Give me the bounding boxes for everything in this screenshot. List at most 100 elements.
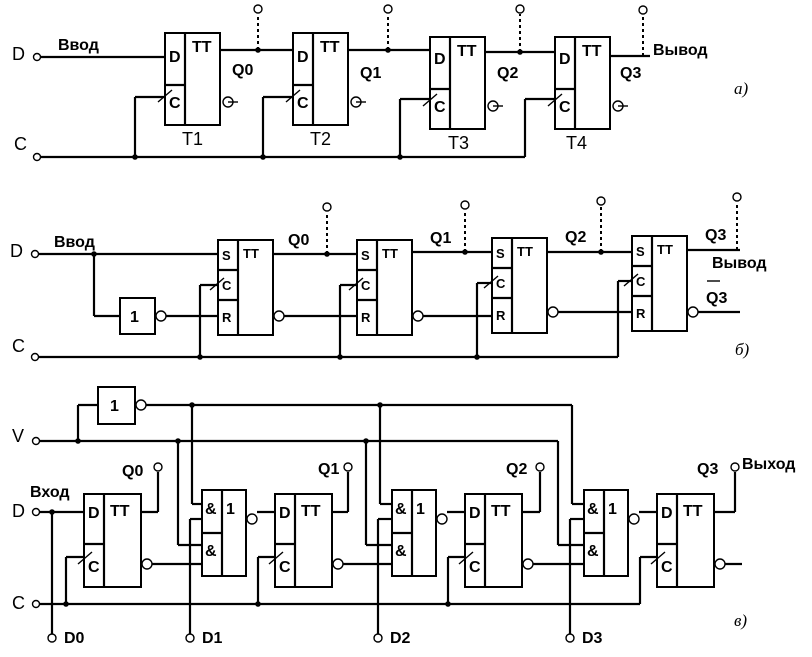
q3-label: Q3 bbox=[620, 65, 641, 82]
v0-tt: TT bbox=[110, 503, 130, 520]
input-d-terminal bbox=[32, 52, 42, 62]
b-q1-label: Q1 bbox=[430, 230, 451, 247]
input-c-label: C bbox=[14, 134, 27, 154]
v1-tt: TT bbox=[301, 503, 321, 520]
v3-d: D bbox=[661, 505, 673, 522]
b-qbar-label: Q3 bbox=[706, 290, 727, 307]
g3-and-bottom: & bbox=[587, 543, 599, 560]
b0-r: R bbox=[222, 310, 232, 325]
d0-label: D0 bbox=[64, 630, 85, 647]
t2-tt: TT bbox=[320, 39, 340, 56]
b-q3-label: Q3 bbox=[705, 227, 726, 244]
input-d-label: D bbox=[12, 44, 25, 64]
v-input-label: Вход bbox=[30, 484, 70, 501]
g1-and-bottom: & bbox=[205, 543, 217, 560]
b-inverter: 1 bbox=[119, 297, 167, 335]
g1-or: 1 bbox=[226, 501, 235, 518]
v-flip-flop-1: D TT C bbox=[268, 493, 344, 588]
t4-tt: TT bbox=[582, 43, 602, 60]
b-input-c-label: C bbox=[12, 336, 25, 356]
b2-tt: TT bbox=[517, 244, 533, 259]
d2-label: D2 bbox=[390, 630, 411, 647]
b2-c: C bbox=[496, 276, 506, 291]
b-flip-flop-1: S TT C R bbox=[348, 239, 413, 336]
t4-c-pin: C bbox=[559, 99, 571, 116]
t3-d-pin: D bbox=[434, 51, 446, 68]
b-flip-flop-3: S TT C R bbox=[623, 235, 688, 332]
v0-c: C bbox=[88, 559, 100, 576]
v-q1-label: Q1 bbox=[318, 461, 339, 478]
g1-and-top: & bbox=[205, 501, 217, 518]
b3-r: R bbox=[636, 306, 646, 321]
flip-flop-t2: D TT C T2 bbox=[285, 32, 366, 149]
panel-b: D Ввод 1 C S TT C R bbox=[10, 192, 767, 362]
v-gate-group-1: & & 1 bbox=[201, 489, 258, 577]
v1-d: D bbox=[279, 505, 291, 522]
v2-tt: TT bbox=[491, 503, 511, 520]
v-gate-group-2: & & 1 bbox=[391, 489, 448, 577]
b3-tt: TT bbox=[657, 242, 673, 257]
v-gate-group-3: & & 1 bbox=[583, 489, 640, 577]
v-q3-label: Q3 bbox=[697, 461, 718, 478]
b-input-label: Ввод bbox=[54, 234, 95, 251]
v-flip-flop-2: D TT C bbox=[458, 493, 534, 588]
b1-r: R bbox=[361, 310, 371, 325]
b-input-d-label: D bbox=[10, 241, 23, 261]
t2-c-pin: C bbox=[297, 95, 309, 112]
v-inverter-label: 1 bbox=[110, 398, 119, 415]
v3-tt: TT bbox=[683, 503, 703, 520]
flip-flop-t3: D TT C T3 bbox=[422, 36, 503, 153]
g2-or: 1 bbox=[416, 501, 425, 518]
q0-label: Q0 bbox=[232, 62, 253, 79]
b-flip-flop-0: S TT C R bbox=[209, 239, 274, 336]
t1-c-pin: C bbox=[169, 95, 181, 112]
d1-label: D1 bbox=[202, 630, 223, 647]
b3-c: C bbox=[636, 274, 646, 289]
v0-d: D bbox=[88, 505, 100, 522]
b0-tt: TT bbox=[243, 246, 259, 261]
g3-and-top: & bbox=[587, 501, 599, 518]
b-q0-label: Q0 bbox=[288, 232, 309, 249]
t4-name: T4 bbox=[566, 133, 587, 153]
g3-or: 1 bbox=[608, 501, 617, 518]
v-input-d-label: D bbox=[12, 501, 25, 521]
v3-c: C bbox=[661, 559, 673, 576]
v2-c: C bbox=[469, 559, 481, 576]
b-output-label: Вывод bbox=[712, 255, 767, 272]
input-label: Ввод bbox=[58, 37, 99, 54]
b-flip-flop-2: S TT C R bbox=[483, 237, 548, 334]
t1-tt: TT bbox=[192, 39, 212, 56]
t2-d-pin: D bbox=[297, 49, 309, 66]
caption-v: в) bbox=[734, 611, 747, 630]
q2-label: Q2 bbox=[497, 65, 518, 82]
v-q0-label: Q0 bbox=[122, 463, 143, 480]
b3-s: S bbox=[636, 244, 645, 259]
b2-r: R bbox=[496, 308, 506, 323]
caption-a: а) bbox=[734, 79, 749, 98]
t1-d-pin: D bbox=[169, 49, 181, 66]
b0-s: S bbox=[222, 248, 231, 263]
t3-name: T3 bbox=[448, 133, 469, 153]
v-flip-flop-3: D TT C bbox=[650, 493, 726, 588]
v-output-label: Выход bbox=[742, 456, 795, 473]
d3-label: D3 bbox=[582, 630, 603, 647]
flip-flop-t4: D TT C T4 bbox=[547, 36, 628, 153]
input-c-terminal bbox=[32, 152, 42, 162]
b0-c: C bbox=[222, 278, 232, 293]
v-q2-label: Q2 bbox=[506, 461, 527, 478]
v-inverter: 1 bbox=[97, 386, 147, 425]
panel-a: D Ввод C D TT C T1 Q0 bbox=[12, 4, 749, 162]
b-q2-label: Q2 bbox=[565, 229, 586, 246]
output-label: Вывод bbox=[653, 42, 708, 59]
b1-s: S bbox=[361, 248, 370, 263]
t1-name: T1 bbox=[182, 129, 203, 149]
b2-s: S bbox=[496, 246, 505, 261]
v2-d: D bbox=[469, 505, 481, 522]
flip-flop-t1: D TT C T1 bbox=[157, 32, 238, 149]
v-flip-flop-0: D TT C bbox=[77, 493, 153, 588]
b1-c: C bbox=[361, 278, 371, 293]
v-input-v-label: V bbox=[12, 426, 24, 446]
t3-c-pin: C bbox=[434, 99, 446, 116]
caption-b: б) bbox=[735, 340, 750, 359]
